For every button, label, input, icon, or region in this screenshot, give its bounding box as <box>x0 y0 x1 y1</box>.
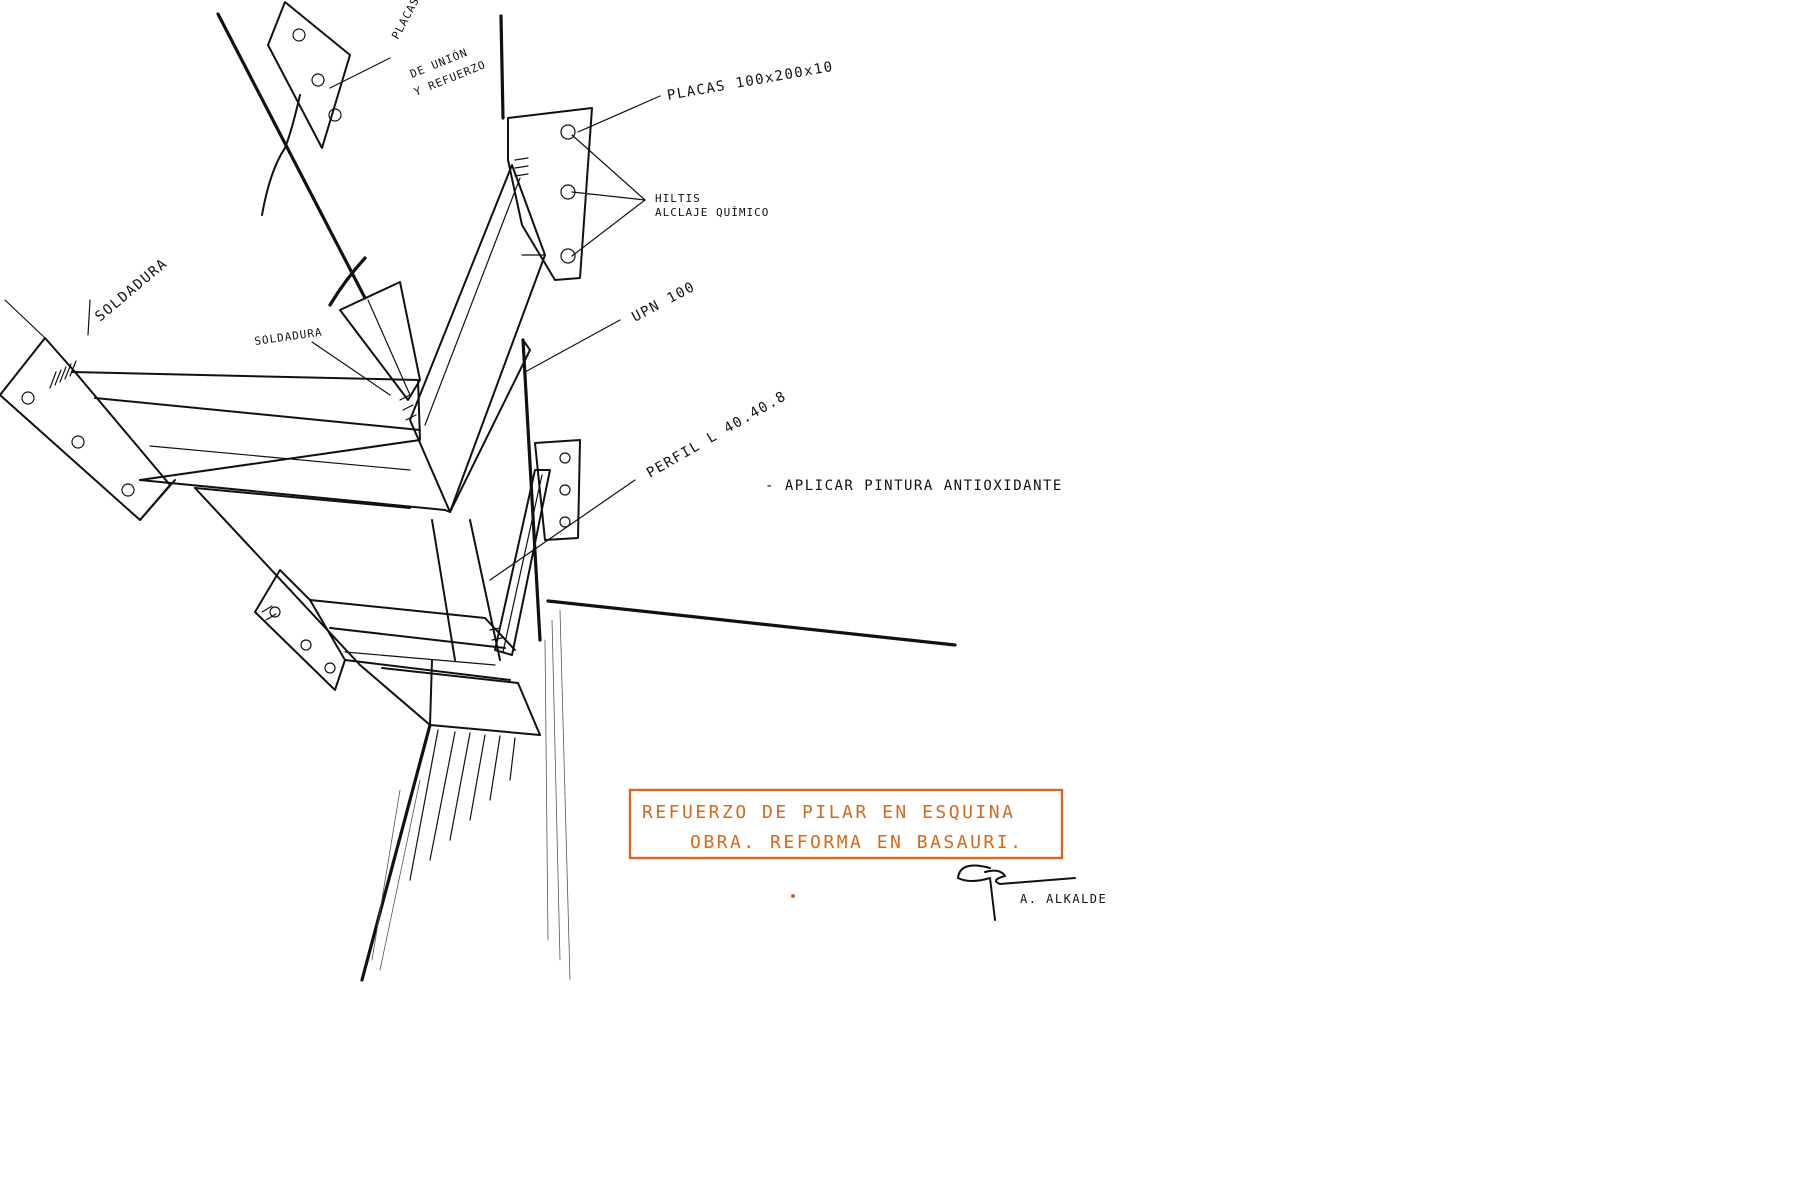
label-placas: PLACAS 100x200x10 <box>666 59 835 104</box>
svg-text:SOLDADURA: SOLDADURA <box>92 255 171 325</box>
left-upn-beam <box>0 337 451 521</box>
title-box-frame <box>628 788 1064 860</box>
lower-upn-beam <box>254 569 516 691</box>
orange-dot <box>791 894 795 898</box>
leader-lines <box>4 57 661 581</box>
signature-scribble <box>957 864 1076 921</box>
column-body <box>194 487 541 736</box>
vertical-angle-profile <box>469 469 551 661</box>
svg-text:SOLDADURA: SOLDADURA <box>254 326 324 348</box>
wall-plate-lower <box>534 439 581 541</box>
vertical-upn <box>409 164 546 513</box>
short-angle-piece <box>339 281 421 401</box>
wall-plate-top <box>507 107 593 281</box>
label-soldadura-left: SOLDADURA <box>92 255 171 325</box>
signature-name: A. ALKALDE <box>1020 892 1107 906</box>
label-pintura: - APLICAR PINTURA ANTIOXIDANTE <box>765 478 1063 494</box>
label-perfil: PERFIL L 40.40.8 <box>644 388 790 481</box>
label-placas-union: PLACAS <box>389 0 422 41</box>
column-hatching <box>371 609 571 981</box>
svg-text:PERFIL L 40.40.8: PERFIL L 40.40.8 <box>644 388 790 481</box>
title-line-2: OBRA. REFORMA EN BASAURI. <box>690 832 1023 853</box>
label-soldadura-mid: SOLDADURA <box>254 326 324 348</box>
svg-text:PLACAS: PLACAS <box>389 0 422 41</box>
svg-text:HILTIS: HILTIS <box>655 192 701 205</box>
svg-text:PLACAS 100x200x10: PLACAS 100x200x10 <box>666 59 835 104</box>
title-line-1: REFUERZO DE PILAR EN ESQUINA <box>642 802 1015 823</box>
top-union-plate <box>267 1 351 149</box>
title-box: REFUERZO DE PILAR EN ESQUINA OBRA. REFOR… <box>628 788 1064 860</box>
signature: A. ALKALDE <box>957 864 1107 921</box>
svg-text:UPN 100: UPN 100 <box>629 279 698 326</box>
weld-marks <box>49 157 529 641</box>
svg-text:ALCLAJE QUÍMICO: ALCLAJE QUÍMICO <box>655 206 769 219</box>
svg-text:- APLICAR PINTURA ANTIOXIDANTE: - APLICAR PINTURA ANTIOXIDANTE <box>765 478 1063 494</box>
label-upn: UPN 100 <box>629 279 698 326</box>
label-hiltis: HILTIS ALCLAJE QUÍMICO <box>655 192 769 219</box>
